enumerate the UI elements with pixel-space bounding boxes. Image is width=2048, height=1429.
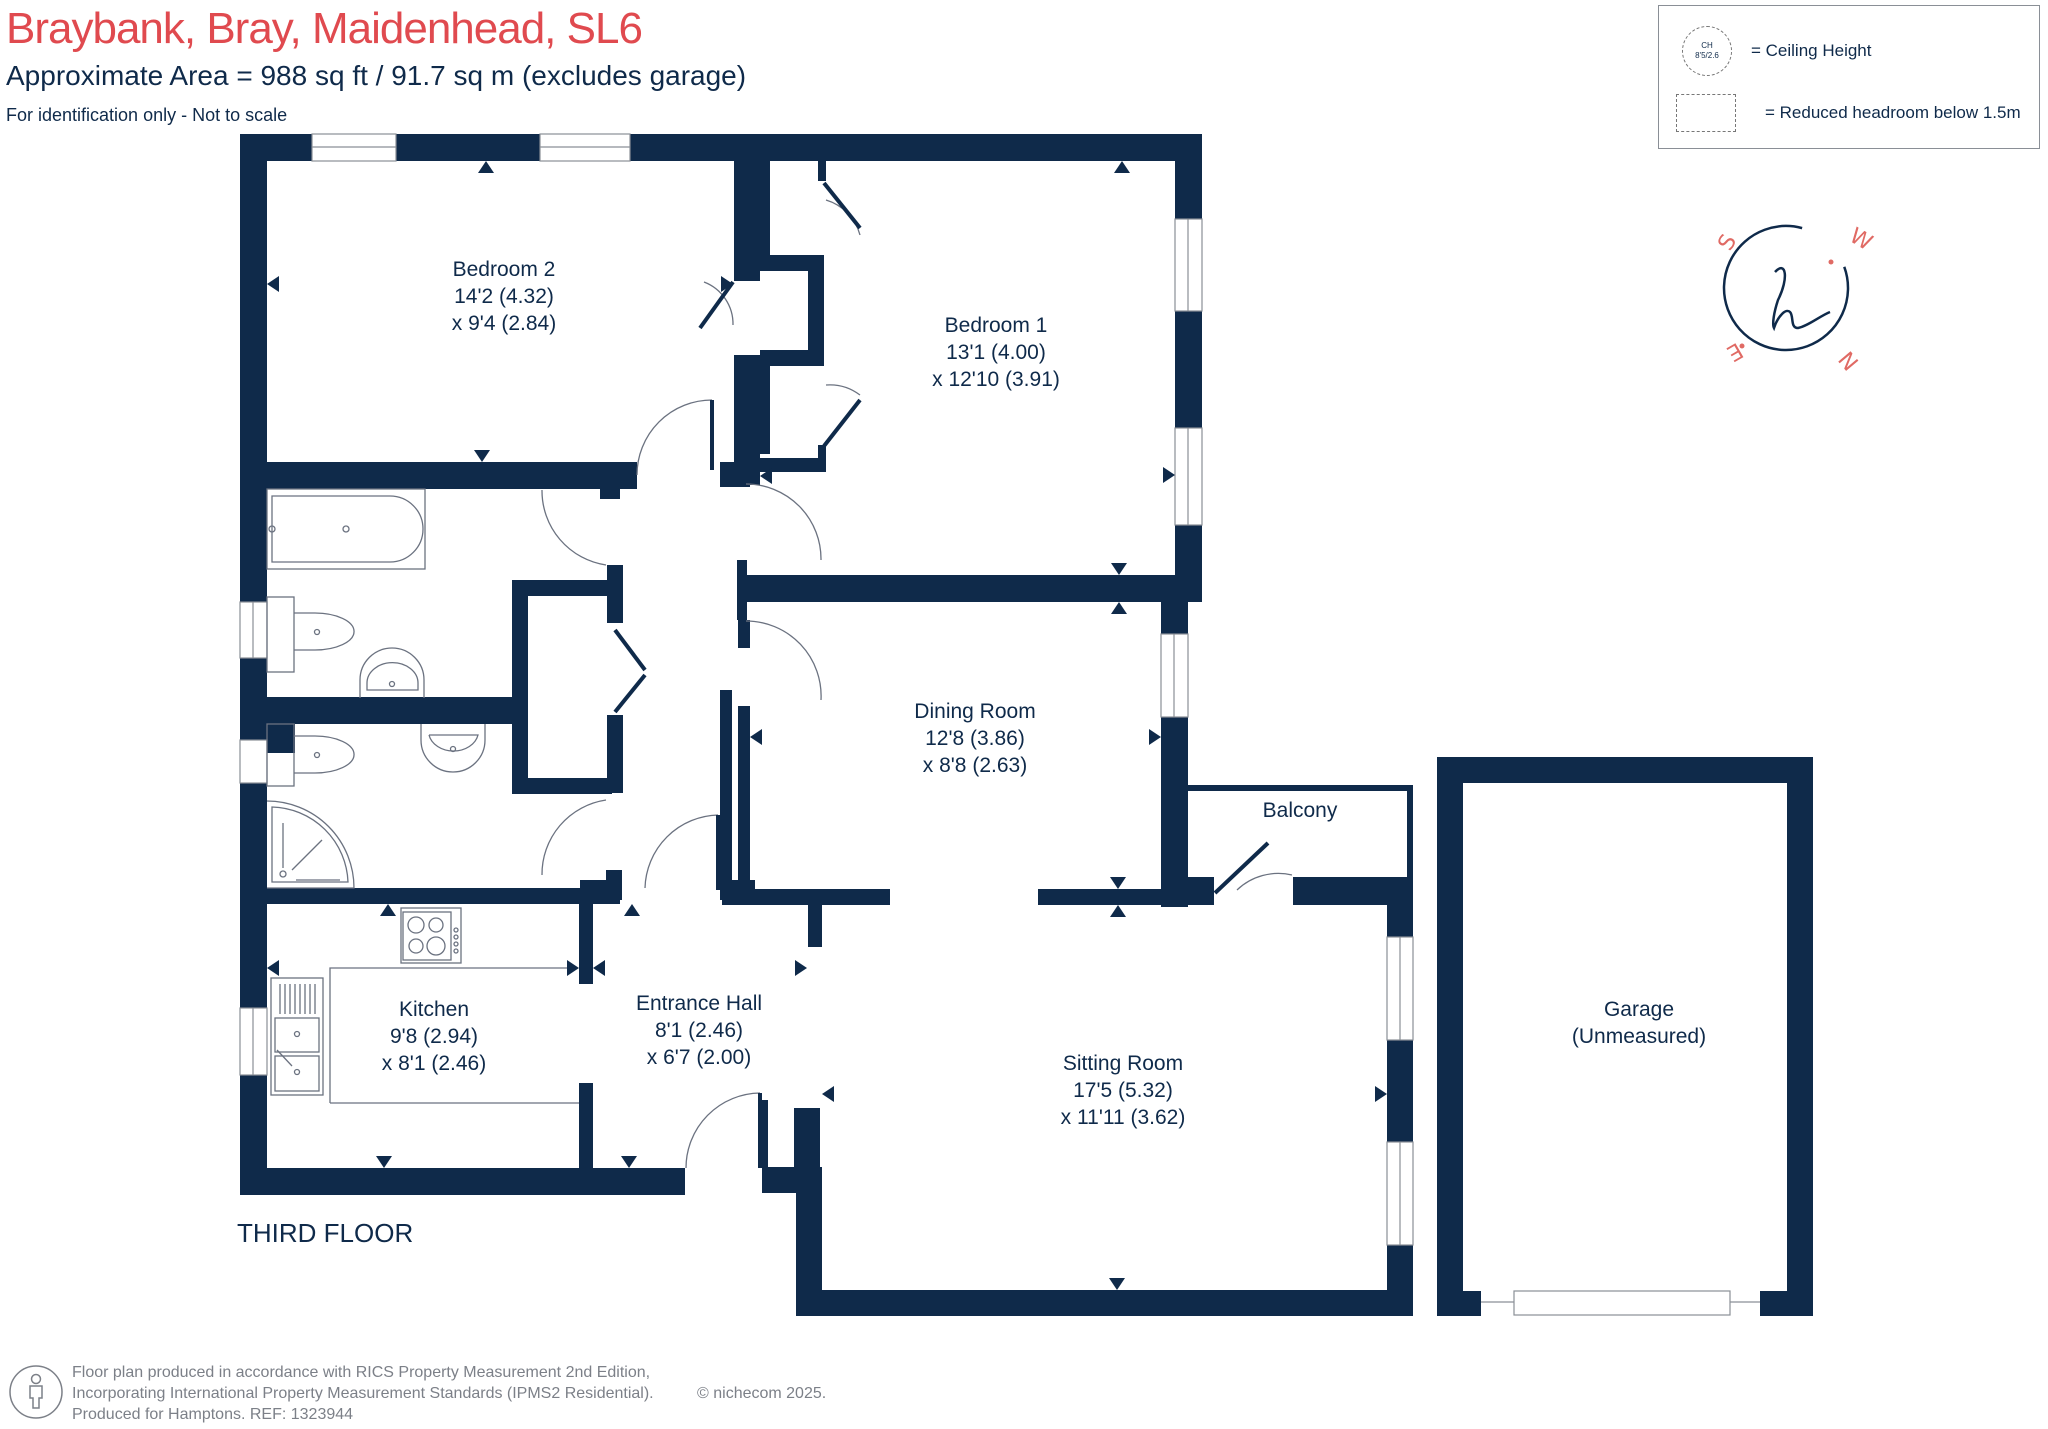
room-dimension: 17'5 (5.32) (1073, 1079, 1173, 1102)
reduced-headroom-label: = Reduced headroom below 1.5m (1765, 103, 2021, 122)
person-info-icon (9, 1365, 63, 1419)
ch-symbol-line1: CH (1701, 41, 1713, 50)
floor-label: THIRD FLOOR (237, 1218, 414, 1248)
room-entrance-hall: Entrance Hall 8'1 (2.46) x 6'7 (2.00) (636, 990, 762, 1071)
room-name: Kitchen (398, 998, 470, 1021)
room-dimension: x 8'1 (2.46) (381, 1052, 487, 1075)
walls (240, 134, 1813, 1316)
room-dimension: 12'8 (3.86) (925, 727, 1025, 750)
room-name: Sitting Room (1062, 1052, 1184, 1075)
sink-drainer (279, 984, 316, 1014)
fixtures (266, 488, 579, 1104)
door-swings (541, 199, 1293, 1169)
footer-line-1: Floor plan produced in accordance with R… (72, 1364, 651, 1381)
room-name: Bedroom 1 (944, 314, 1048, 337)
room-sitting-room: Sitting Room 17'5 (5.32) x 11'11 (3.62) (1061, 1050, 1186, 1131)
compass-logo-icon: S W N E (1714, 224, 1877, 375)
room-bedroom-1: Bedroom 1 13'1 (4.00) x 12'10 (3.91) (932, 312, 1060, 393)
room-bedroom-2: Bedroom 2 14'2 (4.32) x 9'4 (2.84) (452, 256, 556, 337)
room-name: Balcony (1262, 799, 1338, 822)
ceiling-height-label: = Ceiling Height (1751, 41, 1872, 60)
measurement-arrows (267, 161, 1387, 1290)
room-name: Dining Room (914, 700, 1036, 723)
footer-line-2: Incorporating International Property Mea… (72, 1385, 654, 1402)
room-balcony: Balcony (1263, 797, 1338, 824)
room-name: Entrance Hall (635, 992, 763, 1015)
room-dimension: x 8'8 (2.63) (922, 754, 1028, 777)
room-dimension: x 9'4 (2.84) (451, 312, 557, 335)
room-dimension: x 11'11 (3.62) (1060, 1106, 1186, 1129)
room-dimension: 14'2 (4.32) (454, 285, 554, 308)
legend-box: CH 8'5/2.6 = Ceiling Height = Reduced he… (1658, 5, 2040, 149)
room-kitchen: Kitchen 9'8 (2.94) x 8'1 (2.46) (382, 996, 486, 1077)
ch-symbol-line2: 8'5/2.6 (1695, 51, 1719, 60)
room-dimension: 8'1 (2.46) (654, 1019, 744, 1042)
room-dining-room: Dining Room 12'8 (3.86) x 8'8 (2.63) (914, 698, 1035, 779)
footer-line-3: Produced for Hamptons. REF: 1323944 (72, 1406, 354, 1423)
room-name: Bedroom 2 (452, 258, 556, 281)
room-dimension: (Unmeasured) (1571, 1025, 1707, 1048)
copyright: © nichecom 2025. (697, 1385, 827, 1402)
door-leaves (613, 181, 1270, 895)
room-dimension: x 12'10 (3.91) (932, 368, 1060, 391)
footer: Floor plan produced in accordance with R… (72, 1362, 826, 1425)
ceiling-height-symbol-icon: CH 8'5/2.6 (1682, 26, 1732, 76)
room-dimension: 13'1 (4.00) (946, 341, 1046, 364)
reduced-headroom-symbol-icon (1676, 94, 1736, 132)
identification-note: For identification only - Not to scale (6, 105, 288, 125)
room-dimension: 9'8 (2.94) (389, 1025, 479, 1048)
approximate-area: Approximate Area = 988 sq ft / 91.7 sq m… (6, 60, 747, 91)
room-dimension: x 6'7 (2.00) (646, 1046, 752, 1069)
property-title: Braybank, Bray, Maidenhead, SL6 (6, 4, 643, 53)
room-garage: Garage (Unmeasured) (1572, 996, 1706, 1050)
room-name: Garage (1603, 998, 1675, 1021)
windows (239, 133, 1760, 1316)
